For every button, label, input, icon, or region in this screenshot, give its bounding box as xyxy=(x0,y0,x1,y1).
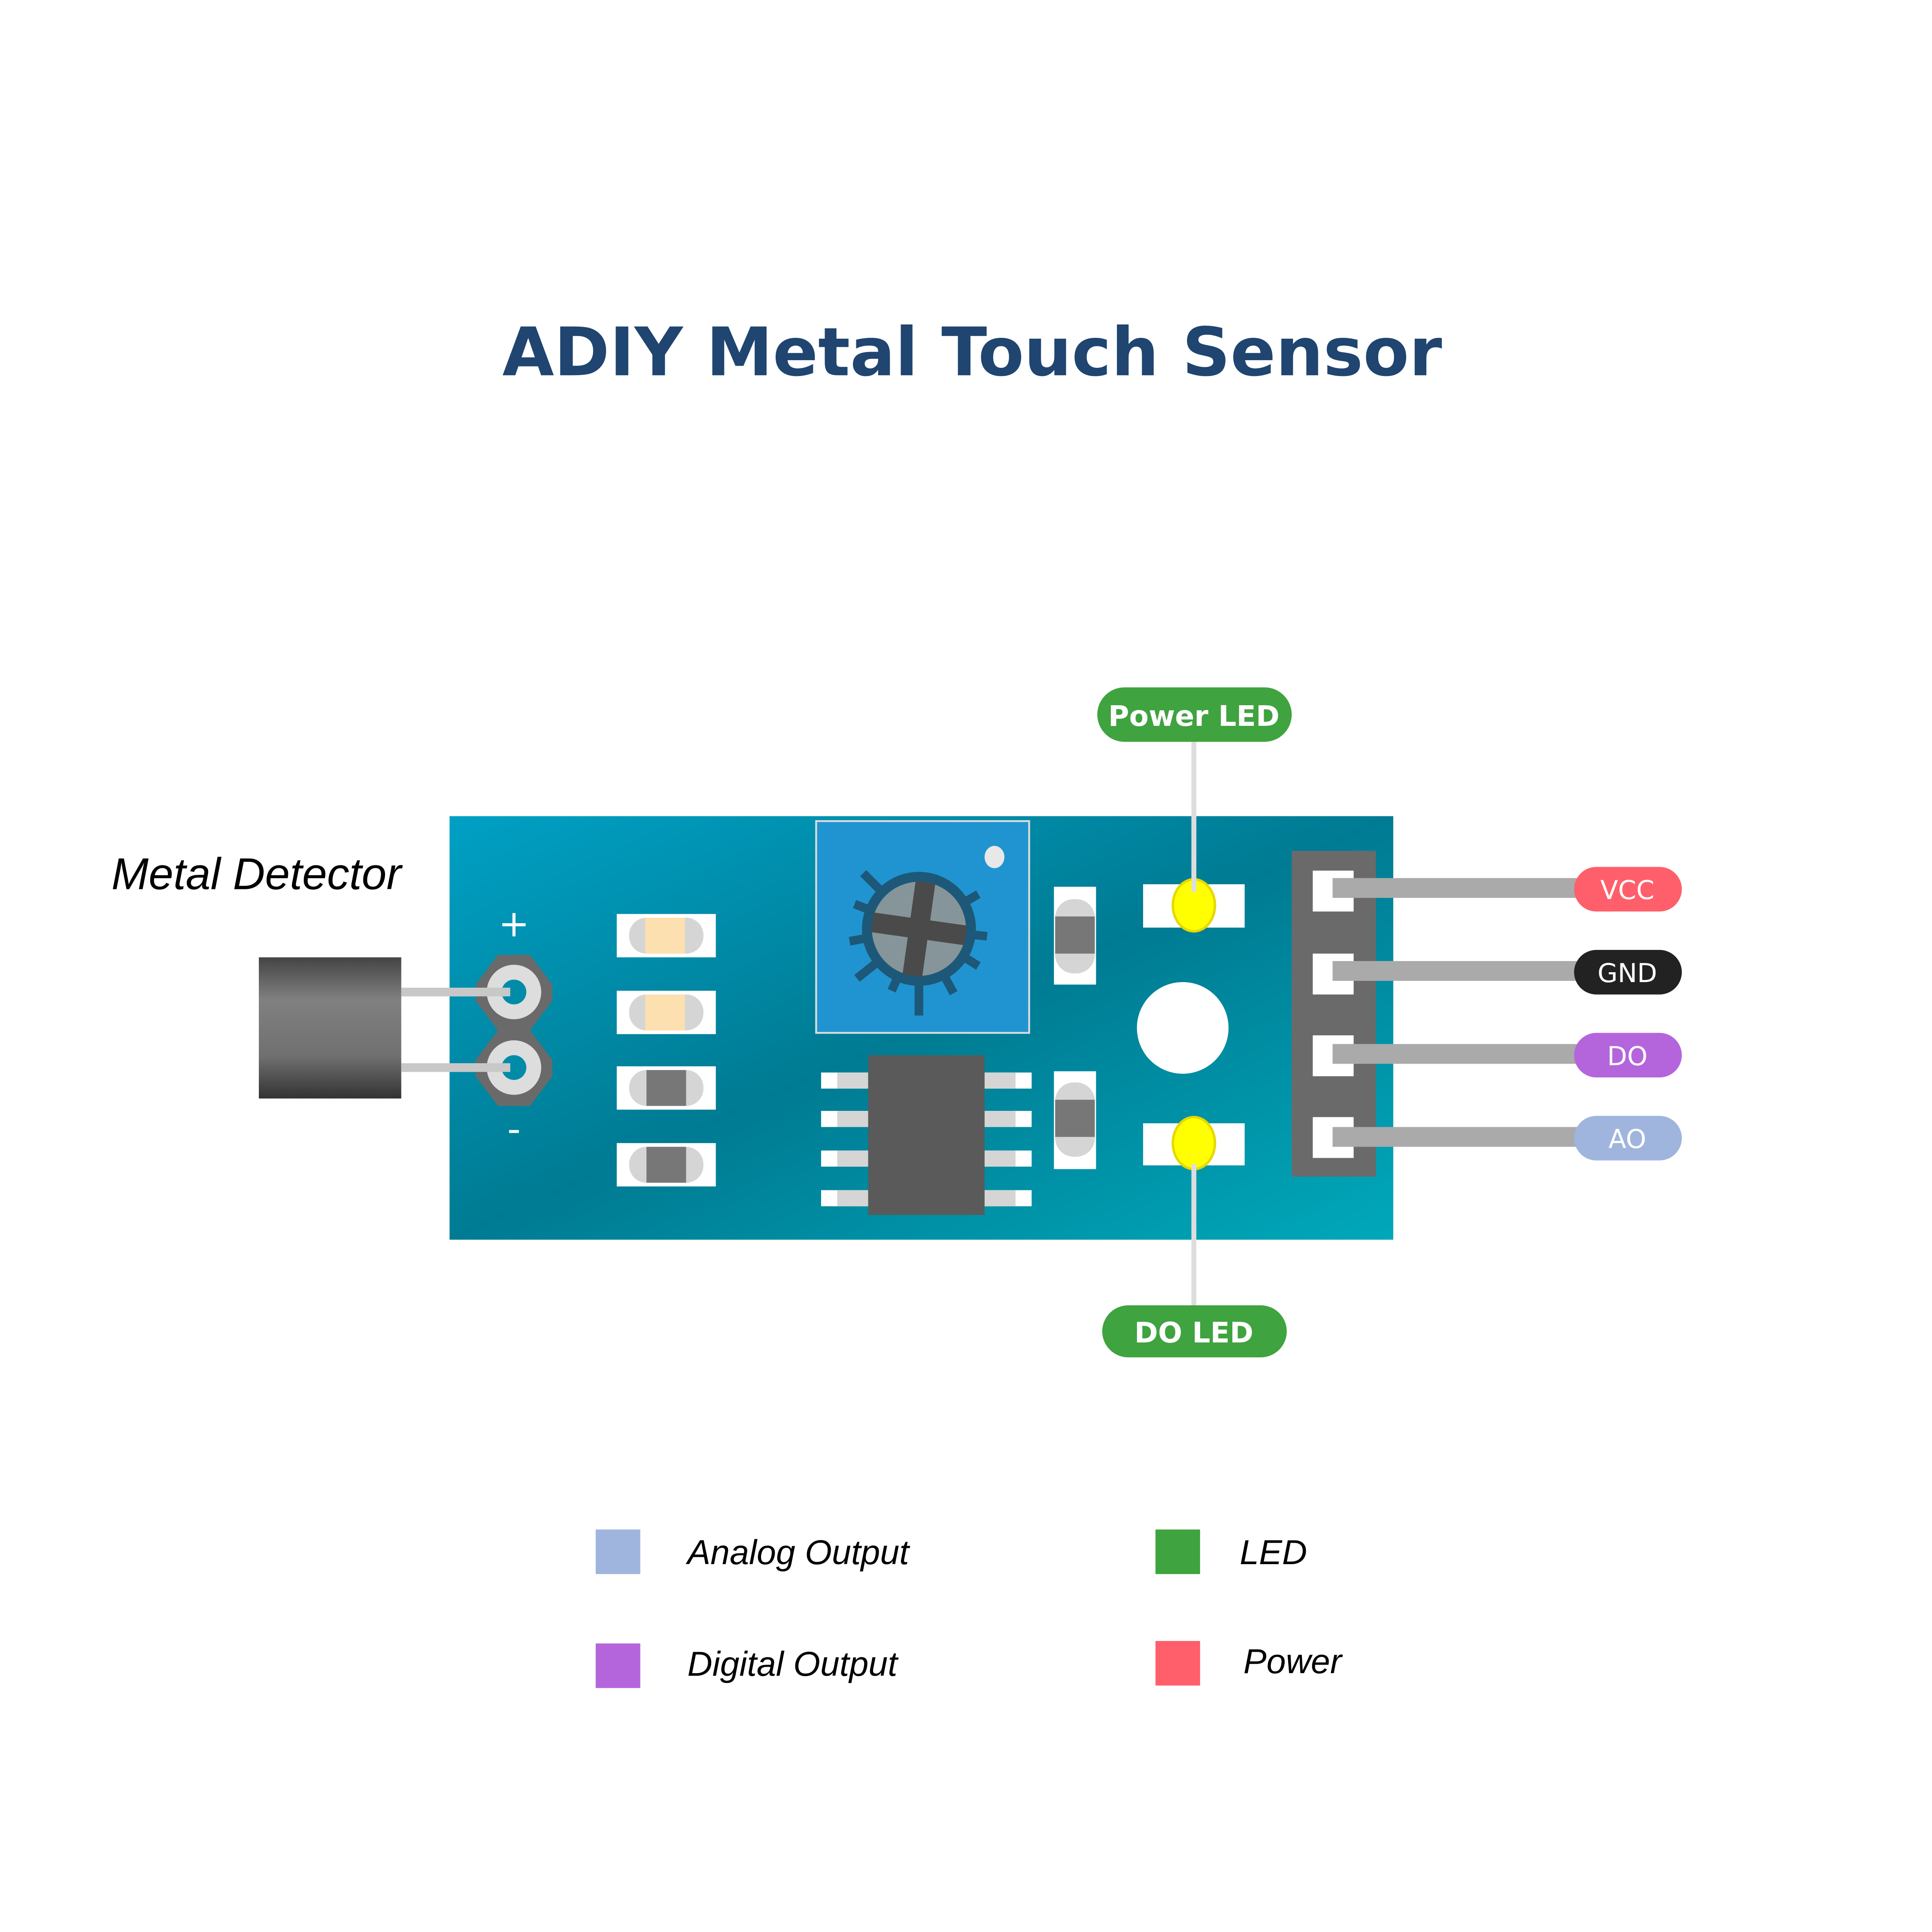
legend-swatch-power xyxy=(1155,1641,1200,1686)
ic-chip xyxy=(821,1055,1032,1215)
legend-label: Digital Output xyxy=(687,1645,899,1683)
legend-swatch-digital xyxy=(595,1643,640,1688)
smd-components xyxy=(616,886,1096,1187)
metal-detector-probe xyxy=(259,957,401,1099)
power-led-callout xyxy=(1097,687,1292,742)
legend-swatch-analog xyxy=(595,1529,640,1574)
mounting-hole xyxy=(1137,982,1229,1074)
potentiometer[interactable] xyxy=(815,820,1030,1034)
pin-label: VCC xyxy=(1600,876,1654,906)
pin-label: AO xyxy=(1608,1125,1646,1155)
do-led-callout-label: DO LED xyxy=(1134,1316,1253,1350)
pin-do[interactable]: DO xyxy=(1313,1033,1682,1078)
sensor-label: Metal Detector xyxy=(112,849,403,899)
power-led-callout-label: Power LED xyxy=(1108,699,1280,733)
pin-label: GND xyxy=(1598,958,1657,989)
pin-ao[interactable]: AO xyxy=(1313,1116,1682,1161)
legend: Analog Output Digital Output LED Power xyxy=(595,1529,1343,1688)
minus-label: - xyxy=(507,1108,521,1151)
legend-label: Analog Output xyxy=(685,1533,910,1572)
legend-label: LED xyxy=(1240,1533,1307,1572)
plus-label: + xyxy=(498,902,530,945)
legend-swatch-led xyxy=(1155,1529,1200,1574)
do-led-callout xyxy=(1102,1305,1287,1358)
legend-label: Power xyxy=(1244,1642,1343,1681)
pin-label: DO xyxy=(1607,1041,1647,1071)
page-title: ADIY Metal Touch Sensor xyxy=(502,313,1442,391)
pin-vcc[interactable]: VCC xyxy=(1313,867,1682,912)
pin-gnd[interactable]: GND xyxy=(1313,949,1682,995)
probe-header xyxy=(401,955,552,1106)
do-led xyxy=(1171,1116,1216,1171)
